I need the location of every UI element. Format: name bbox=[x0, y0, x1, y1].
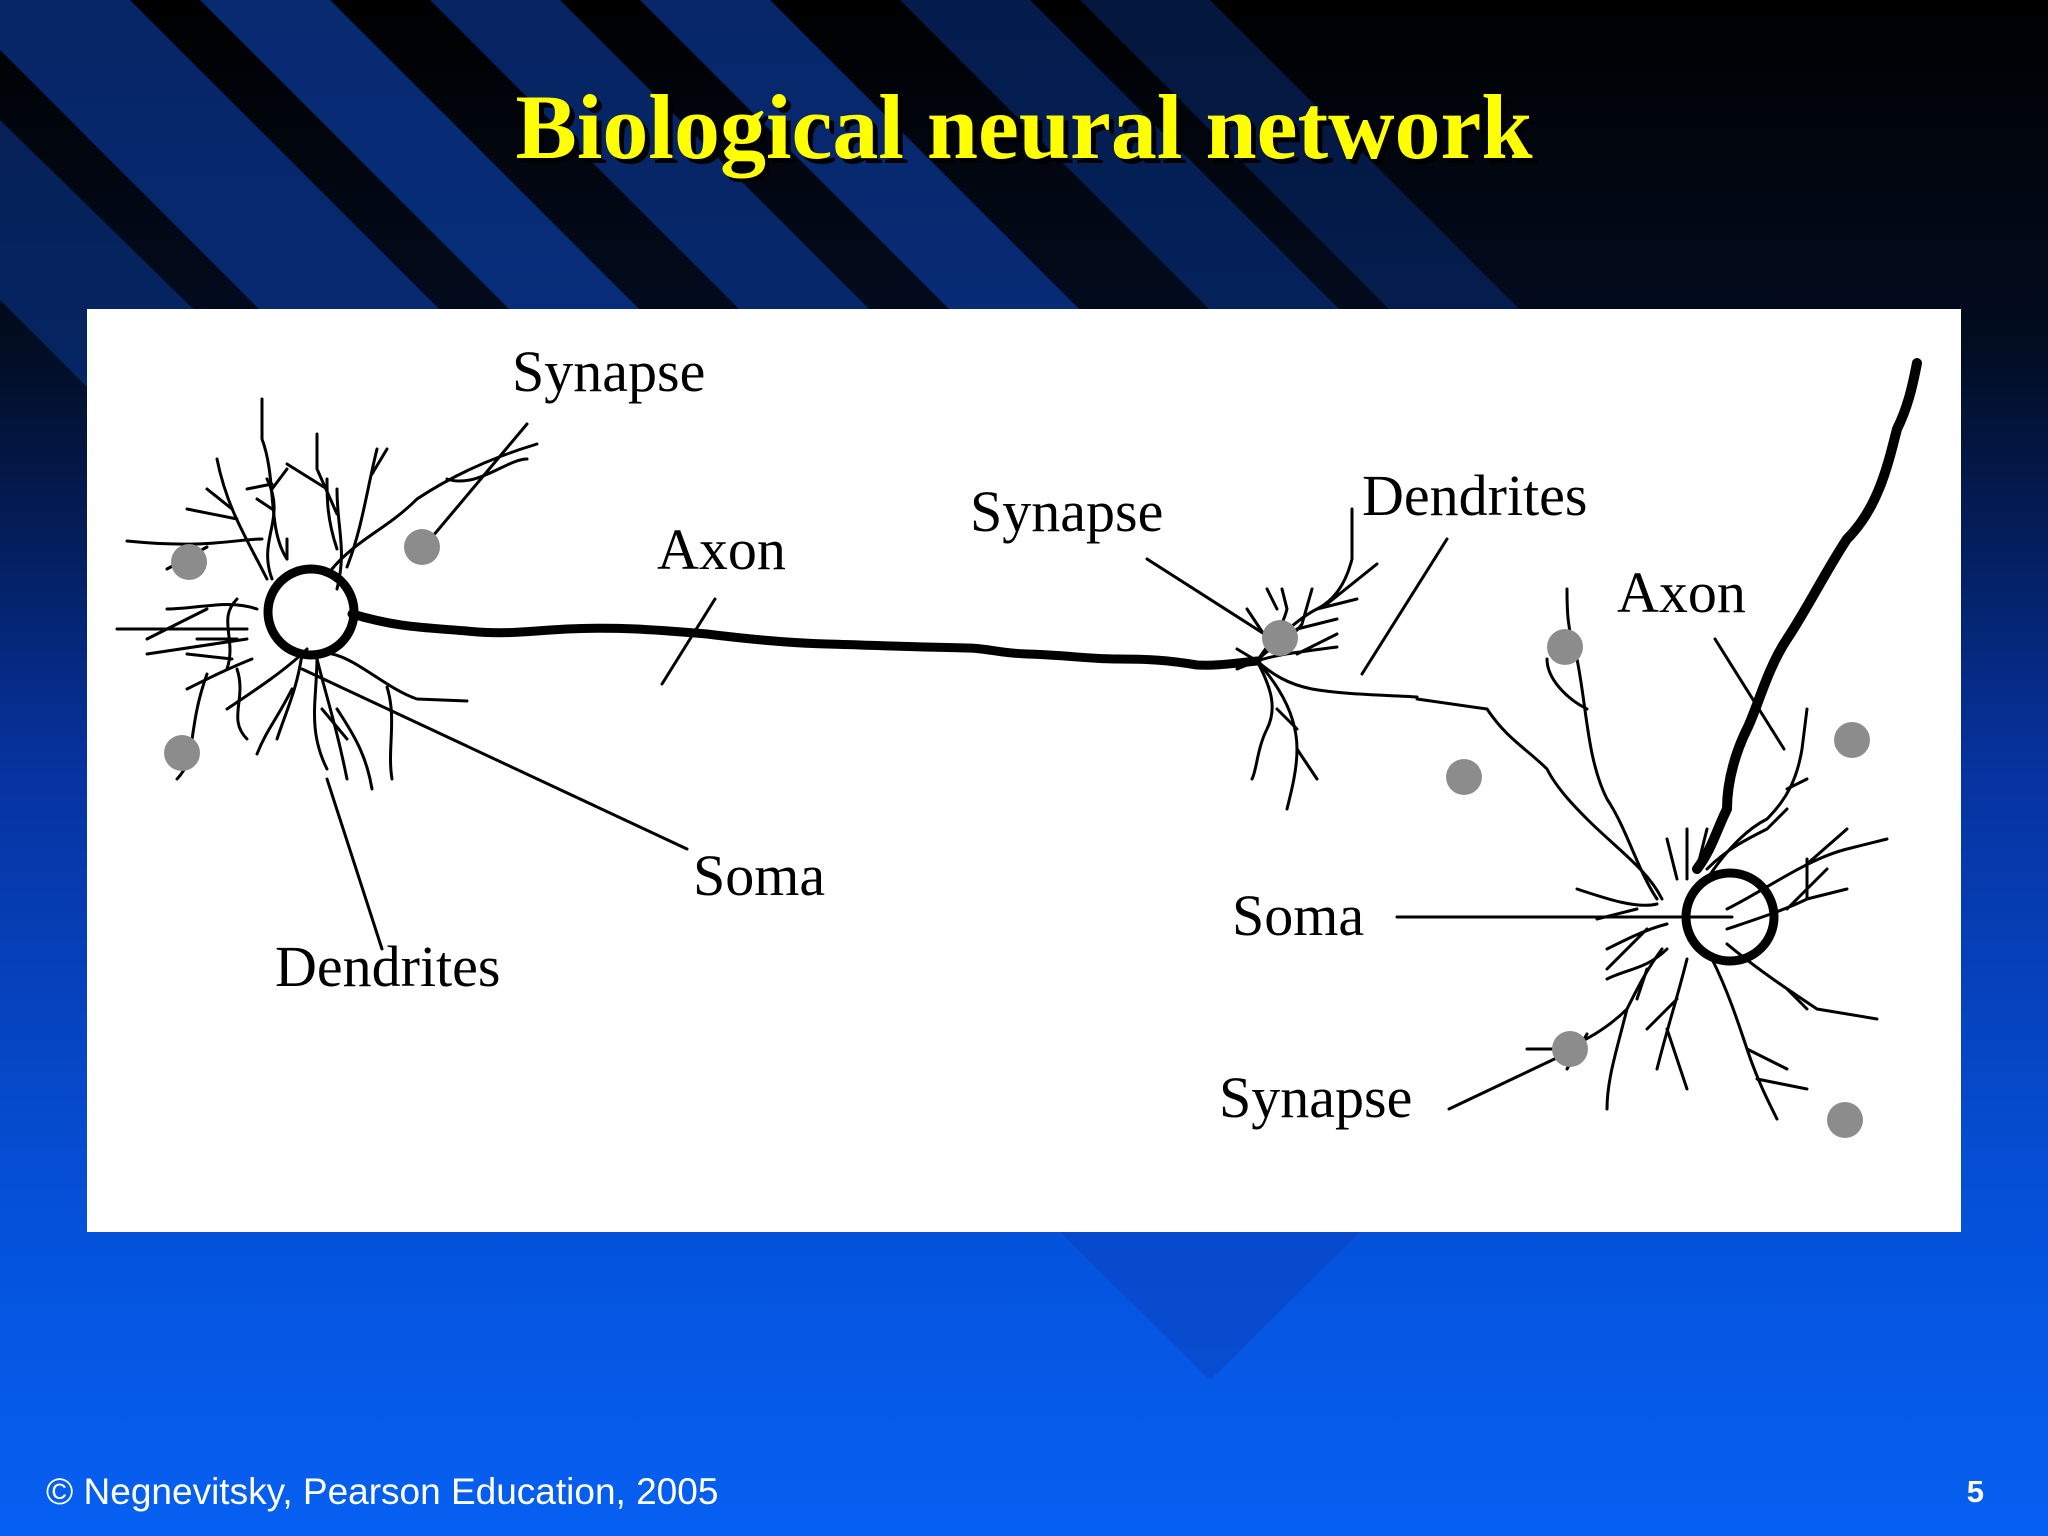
label-dendrites-left: Dendrites bbox=[275, 934, 501, 999]
leader-lines bbox=[300, 422, 1786, 1111]
synapse-dot bbox=[404, 529, 440, 565]
page-number: 5 bbox=[1966, 1474, 1984, 1509]
label-synapse-top: Synapse bbox=[512, 339, 705, 404]
synapse-dot bbox=[1552, 1031, 1588, 1067]
synapse-dot bbox=[1446, 759, 1482, 795]
left-soma-circle bbox=[263, 564, 359, 660]
synapse-dot bbox=[1262, 620, 1298, 656]
synapse-dot bbox=[1827, 1102, 1863, 1138]
label-soma-left: Soma bbox=[693, 843, 825, 908]
label-axon-left: Axon bbox=[657, 517, 786, 582]
label-synapse-mid: Synapse bbox=[970, 479, 1163, 544]
label-dendrites-right: Dendrites bbox=[1362, 463, 1588, 528]
synapse-dot bbox=[1834, 722, 1870, 758]
synapse-dot bbox=[171, 544, 207, 580]
main-axon bbox=[347, 609, 1262, 670]
copyright-footer: © Negnevitsky, Pearson Education, 2005 bbox=[46, 1471, 719, 1512]
label-axon-right: Axon bbox=[1617, 560, 1746, 625]
right-dendrites bbox=[1415, 587, 1889, 1121]
synapse-dot bbox=[164, 735, 200, 771]
slide-title: Biological neural network bbox=[515, 76, 1533, 178]
neuron-illustration: Synapse Axon Soma Dendrites Synapse Dend… bbox=[115, 339, 1922, 1138]
neuron-diagram: Synapse Axon Soma Dendrites Synapse Dend… bbox=[87, 309, 1961, 1232]
synapse-dot bbox=[1547, 629, 1583, 665]
right-axon bbox=[1692, 358, 1922, 874]
axon-terminals bbox=[1235, 507, 1419, 811]
label-soma-right: Soma bbox=[1232, 883, 1364, 948]
synapses bbox=[164, 529, 1870, 1138]
label-synapse-bottom: Synapse bbox=[1219, 1065, 1412, 1130]
left-dendrites bbox=[115, 397, 539, 791]
